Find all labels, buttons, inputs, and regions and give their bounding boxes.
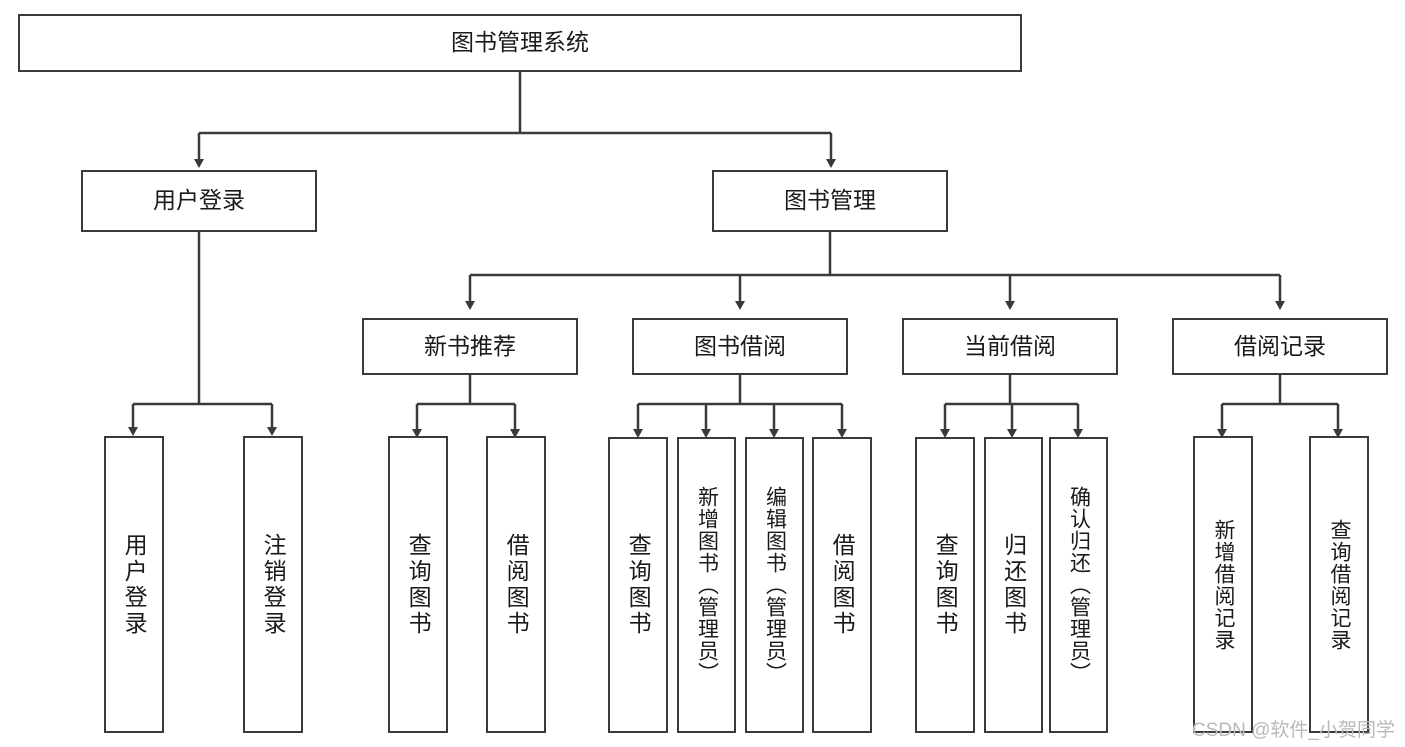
node-leaf-query-book-3-label: 查询图书 (932, 533, 959, 637)
node-book-borrow[interactable]: 图书借阅 (632, 318, 848, 375)
node-leaf-add-record[interactable]: 新增借阅记录 (1193, 436, 1253, 733)
node-user-login-label: 用户登录 (153, 187, 245, 214)
node-leaf-logout-login-label: 注销登录 (260, 532, 287, 637)
node-borrow-record[interactable]: 借阅记录 (1172, 318, 1388, 375)
node-leaf-return-book-label: 归还图书 (1000, 533, 1027, 637)
node-current-borrow-label: 当前借阅 (964, 332, 1056, 359)
node-leaf-return-book[interactable]: 归还图书 (984, 437, 1043, 733)
node-leaf-borrow-book-2-label: 借阅图书 (829, 533, 856, 637)
node-borrow-record-label: 借阅记录 (1234, 332, 1326, 359)
node-user-login[interactable]: 用户登录 (81, 170, 317, 232)
node-leaf-confirm-return-label: 确认归还（管理员） (1067, 486, 1091, 684)
node-leaf-user-login[interactable]: 用户登录 (104, 436, 164, 733)
node-book-manage-label: 图书管理 (784, 187, 876, 214)
node-leaf-add-book-label: 新增图书（管理员） (695, 486, 719, 684)
node-leaf-user-login-label: 用户登录 (121, 532, 148, 637)
node-leaf-borrow-book-2[interactable]: 借阅图书 (812, 437, 872, 733)
node-leaf-query-record-label: 查询借阅记录 (1328, 518, 1352, 651)
node-leaf-query-book-1[interactable]: 查询图书 (388, 436, 448, 733)
node-book-manage[interactable]: 图书管理 (712, 170, 948, 232)
node-leaf-query-record[interactable]: 查询借阅记录 (1309, 436, 1369, 733)
watermark-text: CSDN @软件_小贺同学 (1192, 720, 1395, 741)
node-book-borrow-label: 图书借阅 (694, 332, 786, 359)
node-leaf-confirm-return[interactable]: 确认归还（管理员） (1049, 437, 1108, 733)
node-leaf-borrow-book-1[interactable]: 借阅图书 (486, 436, 546, 733)
node-leaf-query-book-2[interactable]: 查询图书 (608, 437, 668, 733)
node-leaf-edit-book[interactable]: 编辑图书（管理员） (745, 437, 804, 733)
node-leaf-edit-book-label: 编辑图书（管理员） (763, 486, 787, 684)
node-leaf-borrow-book-1-label: 借阅图书 (503, 532, 530, 637)
node-leaf-add-book[interactable]: 新增图书（管理员） (677, 437, 736, 733)
node-leaf-logout-login[interactable]: 注销登录 (243, 436, 303, 733)
node-leaf-query-book-1-label: 查询图书 (405, 532, 432, 637)
node-leaf-query-book-2-label: 查询图书 (625, 533, 652, 637)
node-new-book-recommend[interactable]: 新书推荐 (362, 318, 578, 375)
node-root[interactable]: 图书管理系统 (18, 14, 1022, 72)
node-leaf-query-book-3[interactable]: 查询图书 (915, 437, 975, 733)
node-root-label: 图书管理系统 (451, 29, 589, 56)
node-new-book-recommend-label: 新书推荐 (424, 332, 516, 359)
node-current-borrow[interactable]: 当前借阅 (902, 318, 1118, 375)
node-leaf-add-record-label: 新增借阅记录 (1212, 518, 1236, 651)
